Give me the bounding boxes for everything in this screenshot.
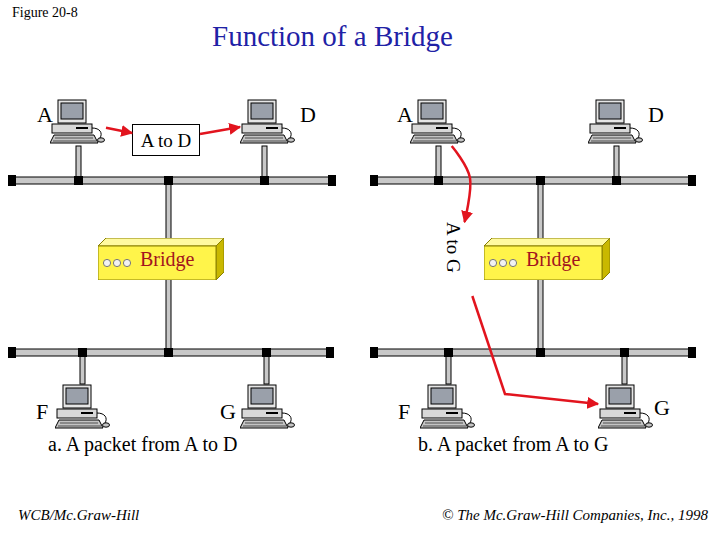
computer-icon — [55, 383, 111, 431]
bus-tap — [78, 348, 87, 357]
station-letter: A — [397, 104, 413, 126]
station-letter: G — [654, 397, 670, 419]
bus-tap — [612, 176, 621, 185]
publisher-credit: WCB/Mc.Graw-Hill — [18, 508, 139, 523]
lan-bus — [374, 177, 692, 184]
computer-icon — [50, 100, 105, 143]
packet-box: A to G — [444, 222, 476, 296]
bus-tap — [260, 176, 269, 185]
device-label: Bridge — [140, 249, 194, 269]
bus-terminator — [688, 175, 696, 186]
computer-icon — [410, 98, 466, 146]
drop-cable — [436, 146, 441, 177]
slide-title: Function of a Bridge — [212, 22, 453, 51]
lan-buses — [12, 177, 692, 356]
drop-cable — [446, 356, 451, 384]
packet-label: A to G — [444, 222, 463, 273]
drop-cable — [76, 146, 81, 177]
computer-icon — [588, 98, 644, 146]
bus-tap — [536, 348, 545, 357]
bridge-box-shape — [484, 238, 610, 280]
packet-route-arrow — [472, 296, 598, 404]
bus-terminator — [370, 347, 378, 358]
bus-terminator — [688, 347, 696, 358]
bus-terminator — [8, 347, 16, 358]
panel-caption: b. A packet from A to G — [418, 434, 609, 454]
bus-taps — [8, 175, 696, 358]
packet-route-arrow — [106, 128, 132, 133]
station-letter: D — [648, 104, 664, 126]
lan-bus — [12, 177, 332, 184]
lan-bus — [12, 349, 330, 356]
computer-station: G — [240, 383, 296, 431]
computer-icon — [420, 385, 475, 428]
bus-tap — [444, 348, 453, 357]
drop-cable — [264, 356, 269, 384]
bus-terminator — [370, 175, 378, 186]
drop-cable — [614, 146, 619, 177]
computer-icon — [410, 100, 465, 143]
computer-icon — [588, 100, 643, 143]
computer-icon — [598, 385, 653, 428]
computer-station: A — [410, 98, 466, 146]
station-letter: G — [220, 401, 236, 423]
bus-tap — [164, 348, 173, 357]
computer-station: D — [588, 98, 644, 146]
packet-label: A to D — [141, 131, 192, 150]
computer-icon — [420, 383, 476, 431]
computer-icon — [55, 385, 110, 428]
bus-tap — [620, 348, 629, 357]
lan-bus — [374, 349, 692, 356]
computer-station: G — [598, 383, 654, 431]
computer-station: D — [240, 98, 296, 146]
station-letter: D — [300, 104, 316, 126]
bus-terminator — [326, 347, 334, 358]
computer-station: F — [420, 383, 476, 431]
device-label: Bridge — [526, 249, 580, 269]
station-letter: F — [398, 401, 410, 423]
drop-cable — [80, 356, 85, 384]
packet-route-arrow — [452, 146, 471, 222]
drop-cable — [262, 146, 267, 177]
computer-icon — [240, 100, 295, 143]
computer-station: F — [55, 383, 111, 431]
packet-box: A to D — [132, 124, 200, 156]
bridge-box-shape — [98, 238, 224, 280]
computer-icon — [240, 98, 296, 146]
bus-tap — [434, 176, 443, 185]
computer-icon — [240, 385, 295, 428]
bus-terminator — [328, 175, 336, 186]
drop-cable — [622, 356, 627, 384]
bridge-device: Bridge — [484, 238, 610, 280]
copyright-note: © The Mc.Graw-Hill Companies, Inc., 1998 — [442, 508, 708, 523]
bus-tap — [536, 176, 545, 185]
station-letter: F — [36, 401, 48, 423]
panel-caption: a. A packet from A to D — [48, 434, 237, 454]
figure-number: Figure 20-8 — [12, 6, 78, 20]
computer-icon — [50, 98, 106, 146]
bus-tap — [164, 176, 173, 185]
computer-station: A — [50, 98, 106, 146]
bus-tap — [262, 348, 271, 357]
computer-icon — [240, 383, 296, 431]
bus-terminator — [8, 175, 16, 186]
bus-tap — [74, 176, 83, 185]
station-letter: A — [37, 104, 53, 126]
bridge-device: Bridge — [98, 238, 224, 280]
packet-route-arrow — [200, 127, 240, 134]
computer-icon — [598, 383, 654, 431]
